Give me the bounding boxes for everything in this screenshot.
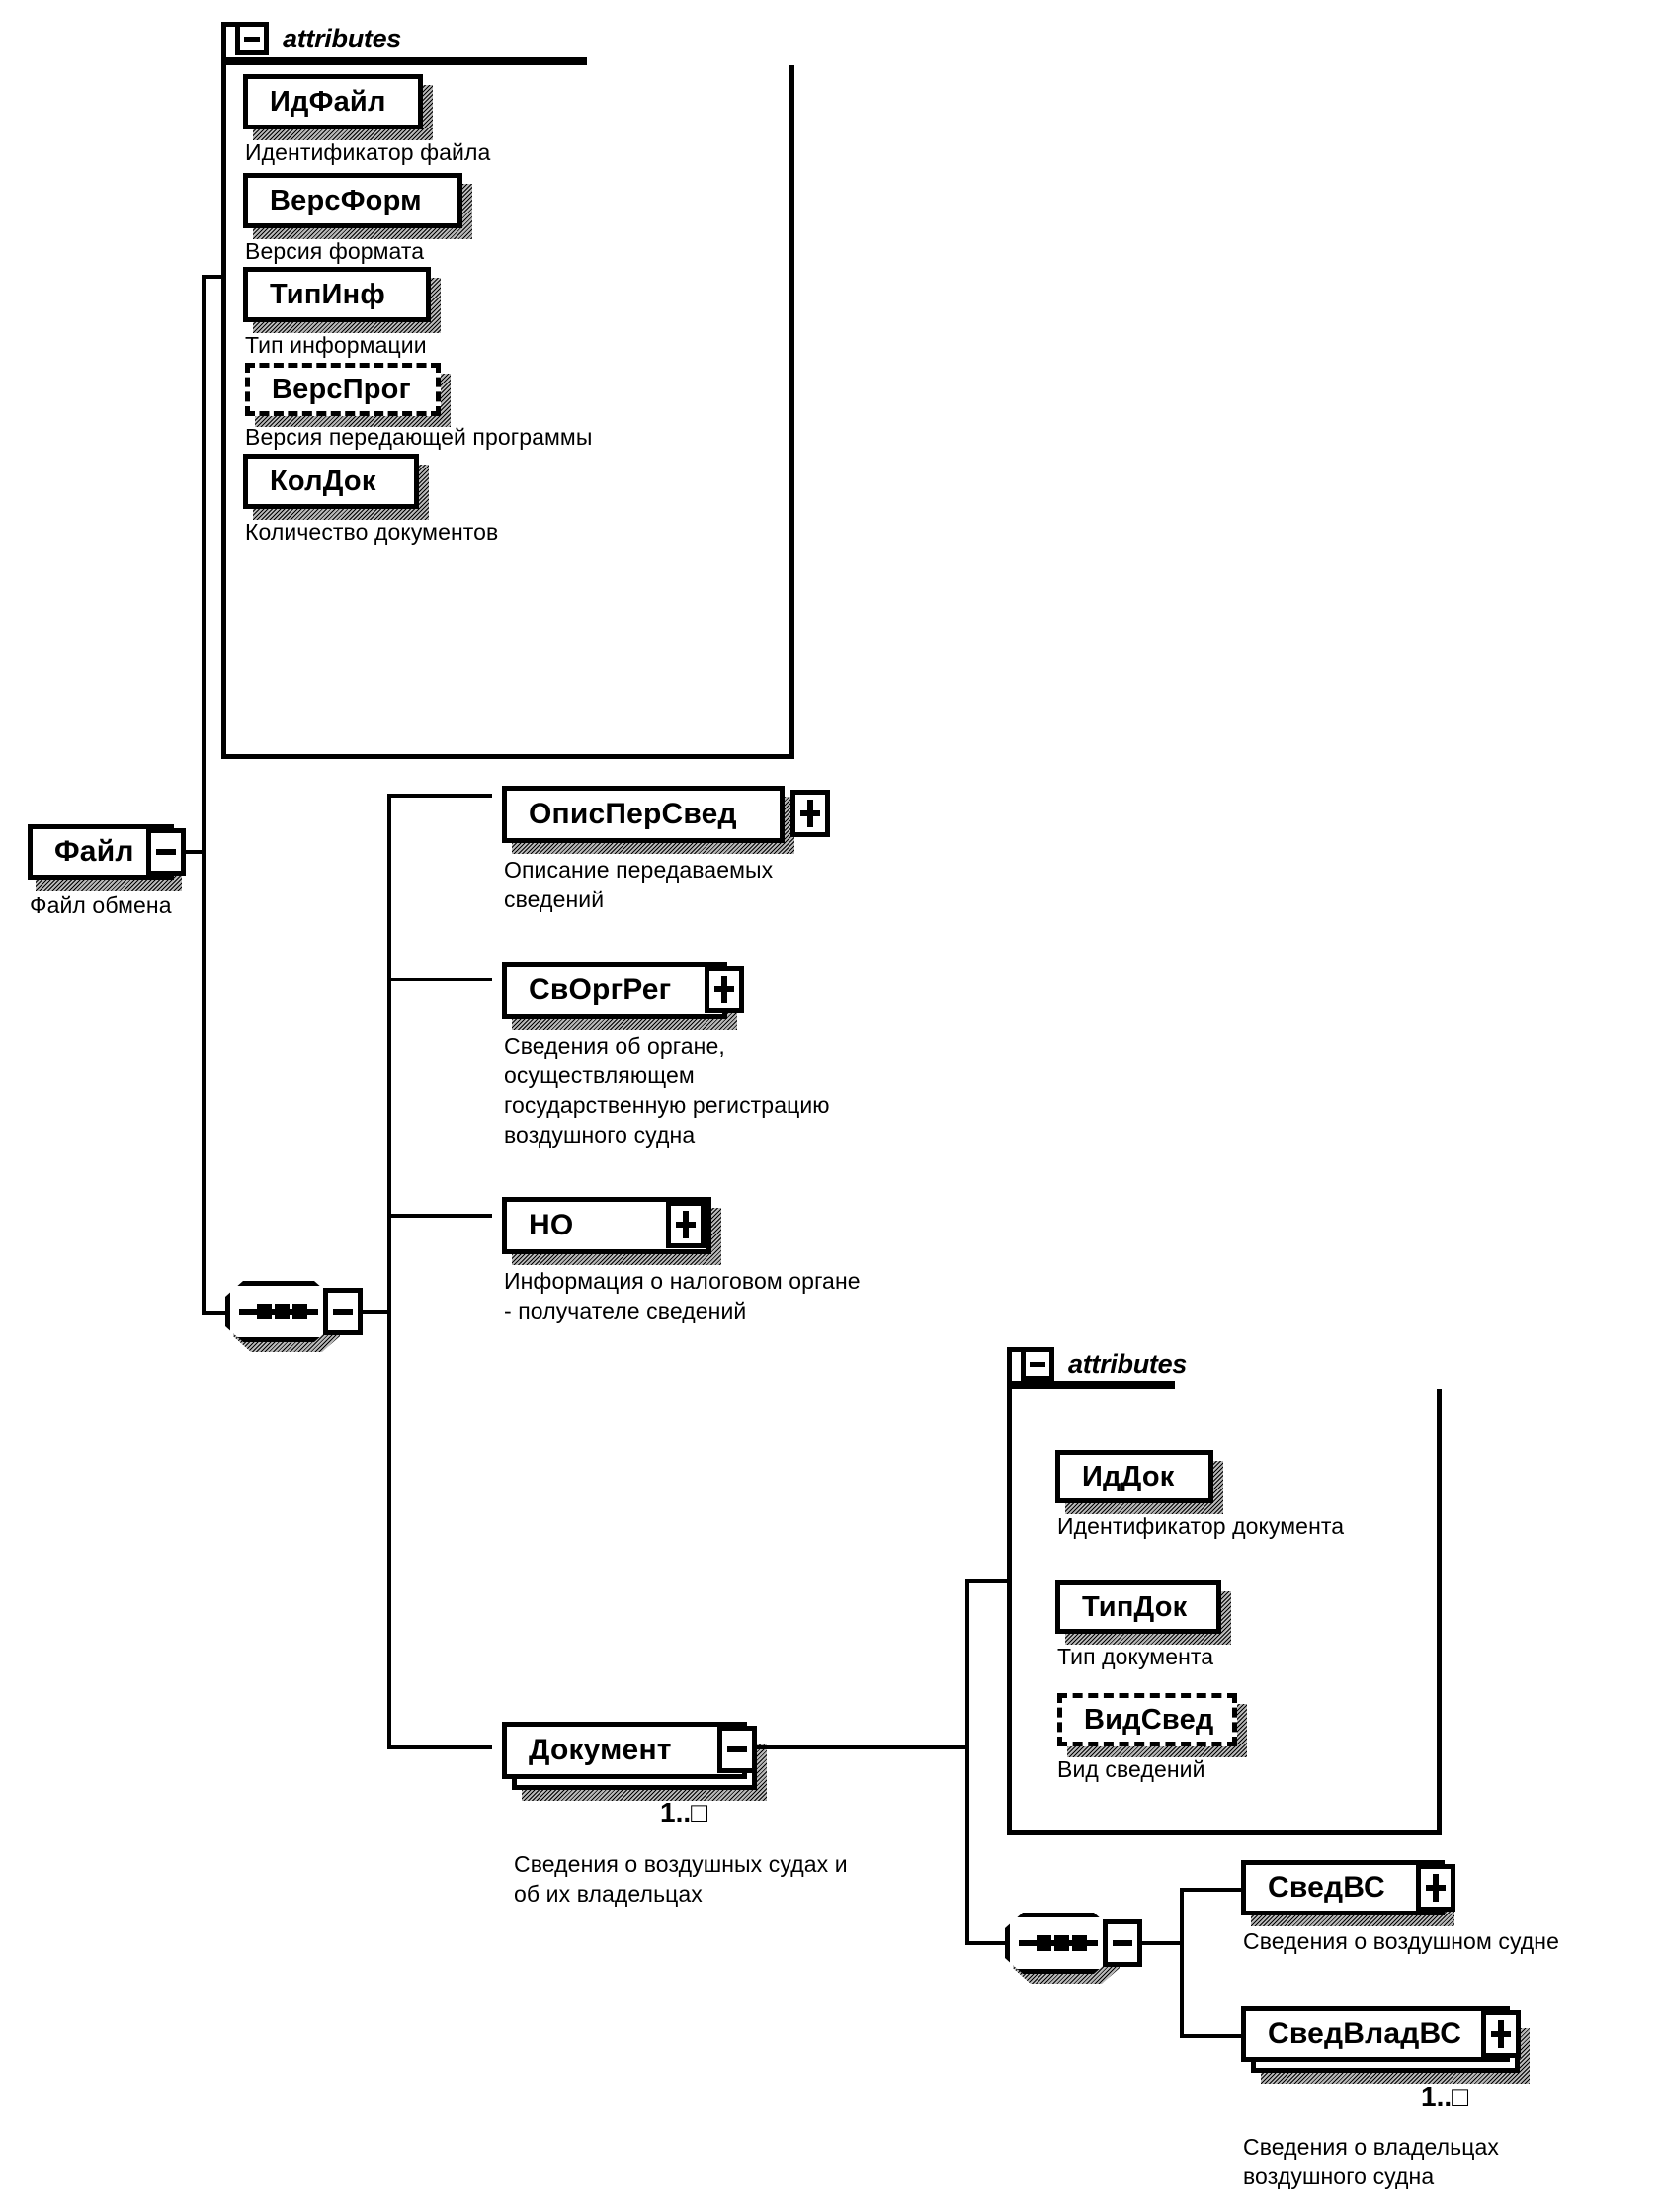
attr-iddok-label: ИдДок bbox=[1082, 1460, 1175, 1492]
attr-vidsved[interactable]: ВидСвед bbox=[1057, 1693, 1237, 1746]
sequence-2-dot bbox=[1072, 1935, 1087, 1951]
node-no-caption: Информация о налоговом органе - получате… bbox=[504, 1268, 861, 1323]
node-svedvs[interactable]: СведВС bbox=[1241, 1860, 1445, 1915]
node-svorgreg-label: СвОргРег bbox=[529, 974, 672, 1006]
connector bbox=[361, 1310, 390, 1314]
node-no-plus-icon[interactable] bbox=[666, 1201, 706, 1248]
node-svedvs-plus-icon[interactable] bbox=[1416, 1864, 1455, 1912]
node-fajl-caption: Файл обмена bbox=[30, 893, 172, 918]
sequence-2-dot bbox=[1054, 1935, 1069, 1951]
node-svedvs-caption: Сведения о воздушном судне bbox=[1243, 1928, 1559, 1954]
node-svedvladvs-label: СведВладВС bbox=[1268, 2017, 1462, 2050]
attr-versprog[interactable]: ВерсПрог bbox=[245, 363, 441, 416]
connector bbox=[202, 1311, 225, 1315]
connector bbox=[202, 275, 223, 279]
attributes-group-file-header-rule bbox=[221, 57, 587, 65]
attr-versform-label: ВерсФорм bbox=[270, 184, 422, 216]
attributes-label: attributes bbox=[1068, 1348, 1188, 1379]
attributes-group-document-header[interactable]: attributes bbox=[1021, 1347, 1187, 1381]
attr-tipdok[interactable]: ТипДок bbox=[1055, 1580, 1221, 1634]
sequence-compositor-2[interactable] bbox=[1005, 1913, 1112, 1974]
node-svedvladvs-multiplicity: 1..□ bbox=[1421, 2082, 1469, 2112]
node-svedvladvs-caption: Сведения о владельцах воздушного судна bbox=[1243, 2134, 1499, 2189]
collapse-minus-icon[interactable] bbox=[1021, 1347, 1054, 1381]
node-opisperved-label: ОписПерСвед bbox=[529, 798, 737, 830]
node-dokument-label: Документ bbox=[529, 1734, 672, 1766]
connector bbox=[965, 1941, 1005, 1945]
connector bbox=[387, 1214, 492, 1218]
node-svedvs-label: СведВС bbox=[1268, 1871, 1385, 1904]
attributes-group-document-notch bbox=[1146, 1339, 1453, 1389]
attr-iddok-caption: Идентификатор документа bbox=[1057, 1513, 1345, 1539]
sequence-compositor-1[interactable] bbox=[225, 1281, 332, 1342]
attr-idfajl-label: ИдФайл bbox=[270, 85, 386, 118]
sequence-2-minus-icon[interactable] bbox=[1103, 1919, 1142, 1967]
attr-iddok[interactable]: ИдДок bbox=[1055, 1450, 1213, 1503]
connector bbox=[387, 1745, 492, 1749]
attr-idfajl[interactable]: ИдФайл bbox=[243, 74, 423, 129]
node-opisperved-caption: Описание передаваемых сведений bbox=[504, 857, 774, 912]
node-svedvladvs[interactable]: СведВладВС bbox=[1241, 2006, 1510, 2062]
node-svorgreg-plus-icon[interactable] bbox=[705, 966, 744, 1013]
connector bbox=[1180, 1888, 1243, 1892]
attr-versprog-label: ВерсПрог bbox=[272, 373, 411, 405]
node-dokument-multiplicity: 1..□ bbox=[660, 1797, 708, 1828]
node-svorgreg[interactable]: СвОргРег bbox=[502, 962, 727, 1019]
node-dokument[interactable]: Документ bbox=[502, 1722, 747, 1779]
attr-koldok-caption: Количество документов bbox=[245, 519, 499, 545]
connector bbox=[387, 978, 492, 981]
connector bbox=[202, 850, 206, 1315]
node-fajl-label: Файл bbox=[54, 835, 134, 868]
connector bbox=[1140, 1941, 1182, 1945]
connector bbox=[1180, 2034, 1243, 2038]
collapse-minus-icon[interactable] bbox=[235, 22, 269, 55]
connector bbox=[387, 796, 391, 1748]
connector bbox=[1180, 1890, 1184, 2038]
attr-koldok-label: КолДок bbox=[270, 465, 376, 497]
node-dokument-minus-icon[interactable] bbox=[717, 1726, 757, 1773]
sequence-1-dot bbox=[257, 1304, 272, 1319]
attributes-group-file-header[interactable]: attributes bbox=[235, 22, 401, 55]
node-opisperved-plus-icon[interactable] bbox=[790, 790, 830, 837]
sequence-1-dot bbox=[275, 1304, 290, 1319]
node-fajl-minus-icon[interactable] bbox=[146, 828, 186, 876]
node-svedvladvs-plus-icon[interactable] bbox=[1481, 2010, 1521, 2058]
connector bbox=[184, 850, 204, 854]
attributes-group-file-notch bbox=[366, 14, 800, 65]
node-no-label: НО bbox=[529, 1209, 574, 1241]
attr-koldok[interactable]: КолДок bbox=[243, 454, 419, 509]
sequence-1-minus-icon[interactable] bbox=[323, 1288, 363, 1335]
node-dokument-caption: Сведения о воздушных судах и об их владе… bbox=[514, 1851, 848, 1907]
connector bbox=[965, 1579, 1009, 1583]
node-svorgreg-caption: Сведения об органе, осуществляющем госуд… bbox=[504, 1033, 830, 1148]
sequence-1-dot bbox=[292, 1304, 307, 1319]
attr-tipinf-caption: Тип информации bbox=[245, 332, 427, 358]
attr-versform-caption: Версия формата bbox=[245, 238, 425, 264]
connector bbox=[387, 794, 492, 798]
attr-versprog-caption: Версия передающей программы bbox=[245, 424, 593, 450]
attr-idfajl-caption: Идентификатор файла bbox=[245, 139, 491, 165]
connector bbox=[202, 277, 206, 854]
attr-tipdok-caption: Тип документа bbox=[1057, 1644, 1214, 1669]
attr-tipdok-label: ТипДок bbox=[1082, 1590, 1188, 1623]
node-opisperved[interactable]: ОписПерСвед bbox=[502, 786, 785, 843]
attr-tipinf-label: ТипИнф bbox=[270, 278, 385, 310]
attr-vidsved-caption: Вид сведений bbox=[1057, 1756, 1205, 1782]
attr-versform[interactable]: ВерсФорм bbox=[243, 173, 462, 228]
attributes-label: attributes bbox=[283, 23, 402, 53]
sequence-2-dot bbox=[1037, 1935, 1051, 1951]
connector bbox=[965, 1581, 969, 1945]
connector bbox=[755, 1745, 968, 1749]
attr-vidsved-label: ВидСвед bbox=[1084, 1703, 1214, 1736]
attributes-group-document-header-rule bbox=[1007, 1381, 1175, 1389]
attr-tipinf[interactable]: ТипИнф bbox=[243, 267, 431, 322]
